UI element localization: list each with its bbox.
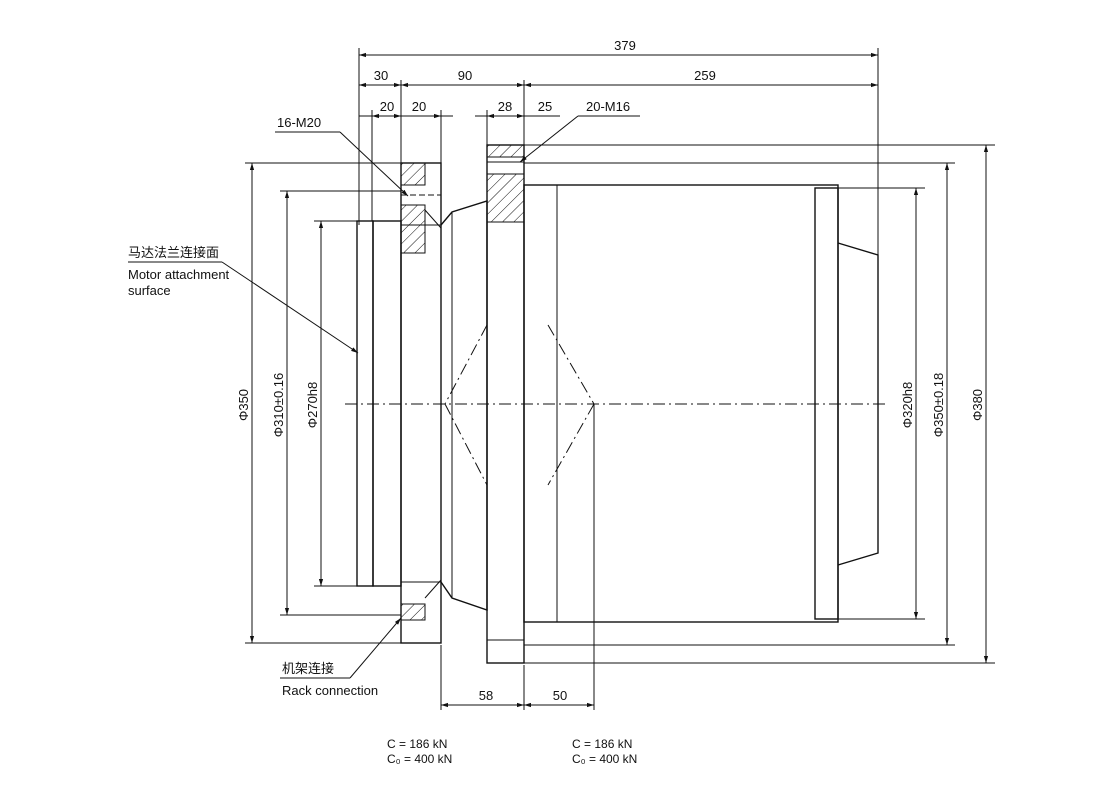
load-right-c0: C₀ = 400 kN [572, 752, 637, 766]
label-motor-cn: 马达法兰连接面 [128, 245, 219, 260]
label-motor-en-2: surface [128, 283, 171, 298]
label-rack-cn: 机架连接 [282, 661, 334, 676]
dim-phi320: Φ320h8 [900, 382, 915, 429]
dim-phi350-right: Φ350±0.18 [931, 373, 946, 438]
dim-259: 259 [694, 68, 716, 83]
callouts: 16-M20 20-M16 马达法兰连接面 Motor attachment s… [128, 99, 640, 698]
dim-28: 28 [498, 99, 512, 114]
load-left-c0: C₀ = 400 kN [387, 752, 452, 766]
label-rack-en: Rack connection [282, 683, 378, 698]
dim-20-a: 20 [380, 99, 394, 114]
dim-phi270: Φ270h8 [305, 382, 320, 429]
right-diameter-dimensions: Φ320h8 Φ350±0.18 Φ380 [900, 145, 989, 663]
dim-20-b: 20 [412, 99, 426, 114]
dim-58: 58 [479, 688, 493, 703]
dim-phi310: Φ310±0.16 [271, 373, 286, 438]
load-ratings: C = 186 kN C₀ = 400 kN C = 186 kN C₀ = 4… [387, 737, 637, 766]
top-dimensions: 379 30 90 259 20 20 28 25 [359, 38, 878, 119]
label-16-m20: 16-M20 [277, 115, 321, 130]
label-motor-en-1: Motor attachment [128, 267, 230, 282]
label-20-m16: 20-M16 [586, 99, 630, 114]
load-right-c: C = 186 kN [572, 737, 632, 751]
dim-379: 379 [614, 38, 636, 53]
dim-50: 50 [553, 688, 567, 703]
dim-25: 25 [538, 99, 552, 114]
left-diameter-dimensions: Φ350 Φ310±0.16 Φ270h8 [236, 163, 324, 643]
dim-90: 90 [458, 68, 472, 83]
motor-flange [356, 162, 442, 644]
housing [523, 184, 879, 623]
dim-phi350-left: Φ350 [236, 389, 251, 421]
dim-30: 30 [374, 68, 388, 83]
bearing-section [440, 200, 595, 611]
load-left-c: C = 186 kN [387, 737, 447, 751]
dim-phi380: Φ380 [970, 389, 985, 421]
bottom-dimensions: 58 50 [441, 688, 594, 708]
